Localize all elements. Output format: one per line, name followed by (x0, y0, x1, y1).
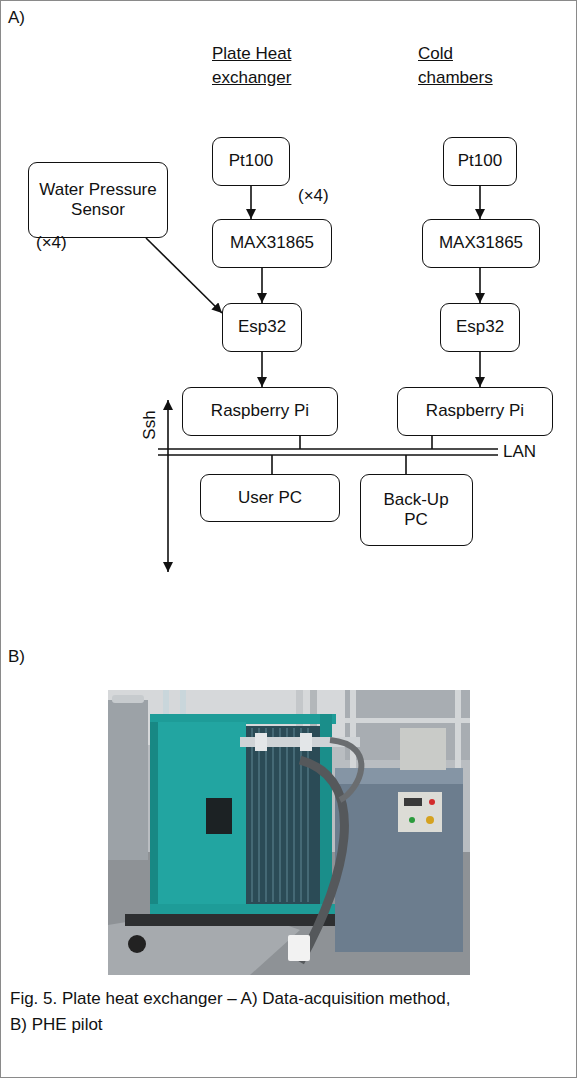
network-label: LAN (503, 440, 536, 464)
signal-arrow (250, 186, 252, 219)
pipe-fitting (255, 733, 267, 751)
count-note: (×4) (36, 231, 67, 255)
phe-plates (252, 728, 308, 902)
converter-box: MAX31865 (422, 219, 540, 268)
box-text: User PC (238, 488, 302, 508)
microcontroller-box: Esp32 (440, 303, 520, 352)
lan-stubs (272, 436, 432, 474)
computer-box: Back-Up PC (360, 474, 473, 546)
column-heading: Cold chambers (418, 42, 502, 90)
background-tank (108, 700, 148, 860)
computer-box: Raspberry Pi (182, 387, 338, 436)
box-text: Raspberry Pi (426, 401, 524, 421)
panel-label: B) (8, 645, 25, 669)
pipe-fitting (300, 733, 312, 751)
control-panel (398, 792, 442, 832)
lan-stub (405, 455, 407, 474)
edge-group (146, 186, 480, 387)
sensor-box: Pt100 (443, 137, 517, 186)
alu-post (350, 690, 356, 780)
phe-plate-edge (150, 722, 158, 914)
protocol-label: Ssh (138, 410, 162, 439)
microcontroller-box: Esp32 (222, 303, 302, 352)
lan-stub (299, 436, 301, 449)
hose (300, 760, 344, 962)
electrical-box (400, 728, 446, 770)
lan-stub (271, 455, 273, 474)
signal-arrow (479, 186, 481, 219)
computer-box: Raspberry Pi (397, 387, 553, 436)
chiller-body (335, 768, 463, 952)
cart-frame (125, 914, 335, 926)
phe-plate-pack (245, 726, 320, 904)
panel-display (404, 798, 422, 806)
tank-top (112, 695, 144, 703)
ssh-arrow (167, 400, 169, 572)
sensor-box: Water Pressure Sensor (28, 162, 168, 238)
lan-stub (431, 436, 433, 449)
panel-light (409, 817, 415, 823)
bucket (288, 935, 310, 961)
panel-light (429, 799, 435, 805)
cart-wheel (128, 935, 146, 953)
photo-wall (108, 690, 470, 975)
signal-arrow (261, 268, 263, 303)
box-text: Pt100 (458, 151, 502, 171)
box-text: Pt100 (229, 151, 273, 171)
box-text: Esp32 (456, 317, 504, 337)
lan-bus-line (158, 454, 498, 456)
box-text: Water Pressure Sensor (39, 180, 157, 221)
lan-bus-line (158, 448, 498, 450)
alu-post (455, 690, 461, 780)
signal-arrow (146, 238, 222, 313)
signal-arrow (479, 352, 481, 387)
hose (330, 740, 361, 800)
column-heading: Plate Heat exchanger (212, 42, 320, 90)
count-note: (×4) (298, 184, 329, 208)
box-text: Raspberry Pi (211, 401, 309, 421)
alu-beam (345, 718, 470, 723)
figure-caption: Fig. 5. Plate heat exchanger – A) Data-a… (10, 986, 465, 1037)
box-text: Back-Up PC (380, 490, 452, 531)
converter-box: MAX31865 (212, 219, 332, 268)
phe-nameplate (206, 798, 232, 834)
phe-front-plate (150, 722, 246, 914)
box-text: MAX31865 (230, 233, 314, 253)
signal-arrow (261, 352, 263, 387)
box-text: MAX31865 (439, 233, 523, 253)
computer-box: User PC (200, 474, 340, 522)
sensor-box: Pt100 (212, 137, 290, 186)
panel-label: A) (8, 6, 25, 30)
box-text: Esp32 (238, 317, 286, 337)
panel-switch (426, 816, 434, 824)
signal-arrow (479, 268, 481, 303)
phe-bottom-bar (150, 904, 336, 914)
phe-photo (108, 690, 470, 975)
